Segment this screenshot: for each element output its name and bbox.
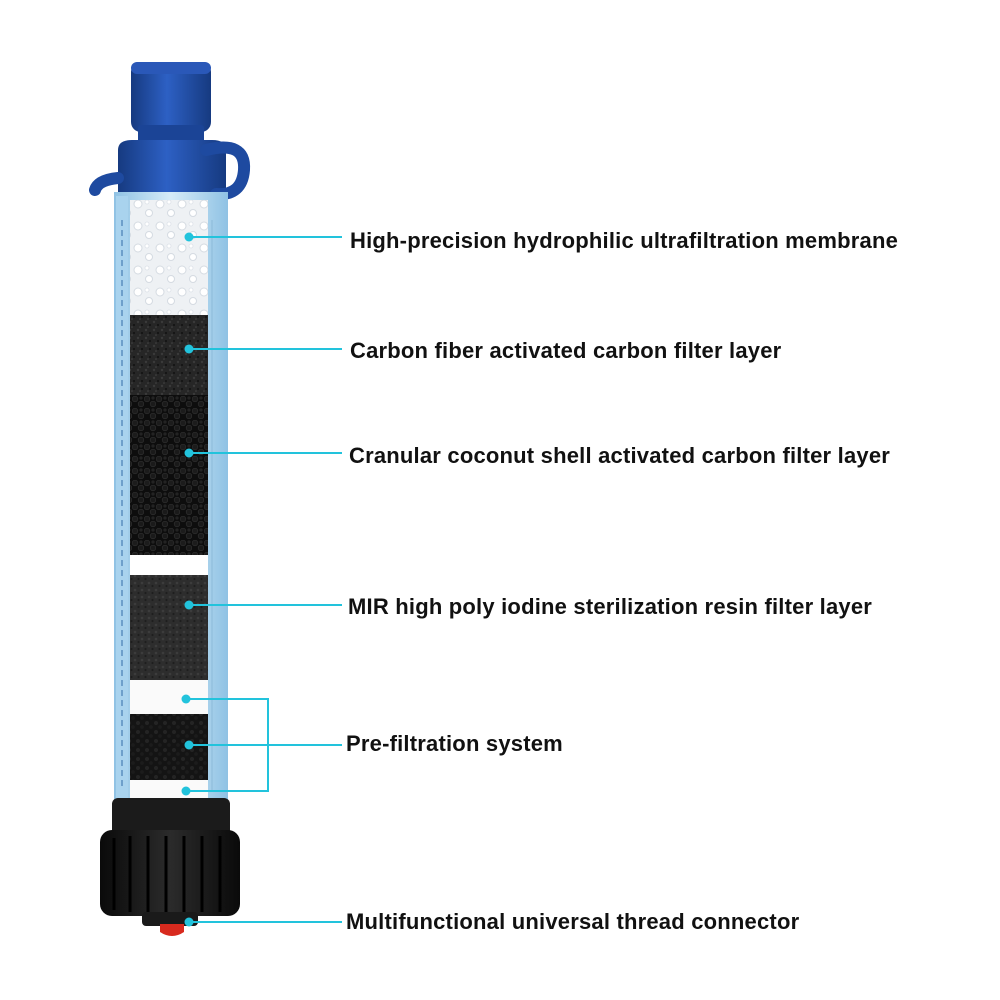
leader-dots bbox=[181, 232, 194, 927]
leader-dot bbox=[184, 740, 194, 750]
leader-dot bbox=[181, 786, 191, 796]
pre-filter-carbon-pad bbox=[130, 714, 208, 780]
leader-dot bbox=[184, 344, 194, 354]
label-pre-filtration-system: Pre-filtration system bbox=[346, 731, 563, 756]
label-iodine-resin-layer: MIR high poly iodine sterilization resin… bbox=[348, 594, 873, 619]
label-carbon-fiber-layer: Carbon fiber activated carbon filter lay… bbox=[350, 338, 782, 363]
label-coconut-carbon-layer: Cranular coconut shell activated carbon … bbox=[349, 443, 891, 468]
leader-dot bbox=[184, 232, 194, 242]
white-spacer bbox=[130, 555, 208, 575]
pre-filter-white-pad-top bbox=[130, 680, 208, 714]
leader-lines bbox=[186, 236, 342, 923]
leader-dot bbox=[184, 448, 194, 458]
ultrafiltration-membrane-layer bbox=[130, 200, 208, 315]
label-thread-connector: Multifunctional universal thread connect… bbox=[346, 909, 800, 934]
leader-dot bbox=[181, 694, 191, 704]
thread-connector-base bbox=[100, 798, 240, 936]
carbon-fiber-layer bbox=[130, 315, 208, 395]
coconut-carbon-layer bbox=[130, 395, 208, 555]
iodine-resin-layer bbox=[130, 575, 208, 680]
leader-dot bbox=[184, 600, 194, 610]
mouthpiece-cap bbox=[89, 62, 251, 201]
leader-dot bbox=[184, 917, 194, 927]
label-ultrafiltration-membrane: High-precision hydrophilic ultrafiltrati… bbox=[350, 228, 899, 253]
